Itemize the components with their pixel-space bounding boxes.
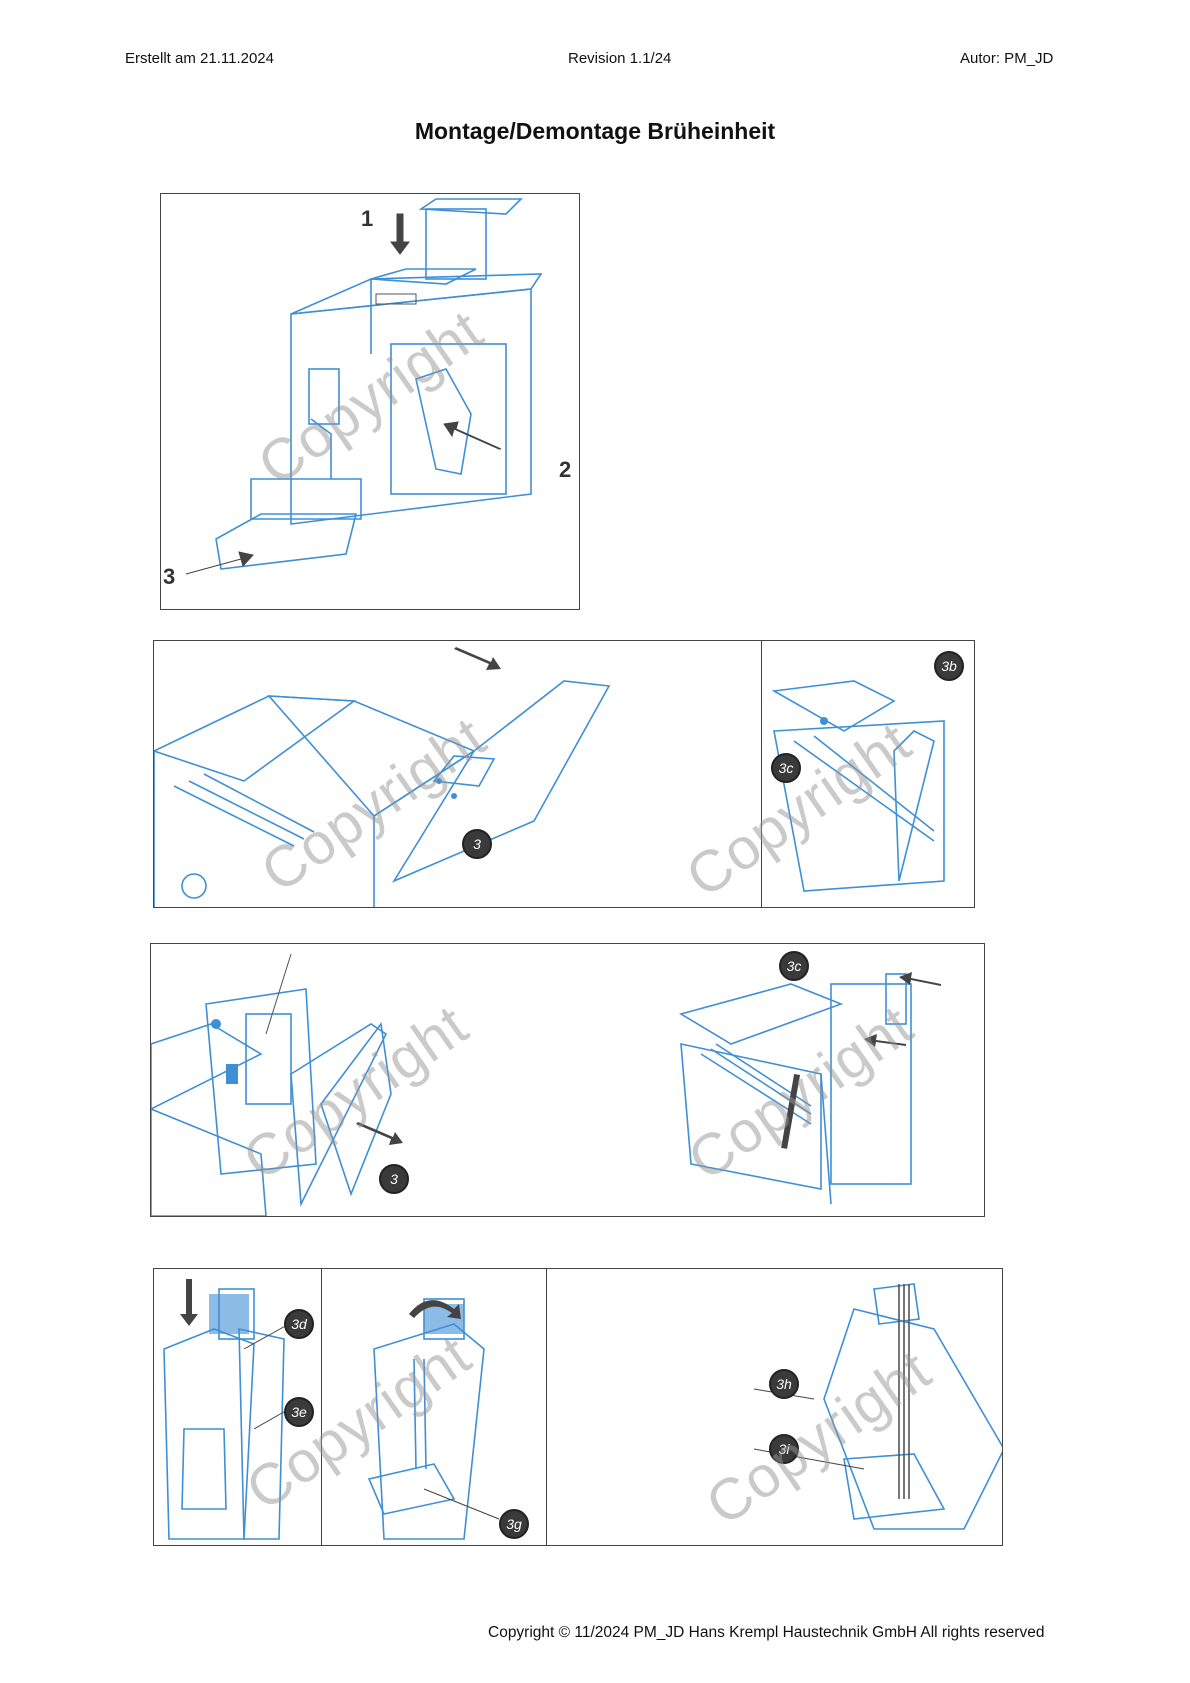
step-label-2: 2 bbox=[559, 457, 572, 482]
figure-1-machine-overview: 1 2 3 Copyright bbox=[160, 193, 580, 610]
header-author: Autor: PM_JD bbox=[960, 50, 1054, 67]
coffee-machine-illustration bbox=[185, 198, 543, 575]
figure-4-brew-unit-parts: 3d 3e 3g 3h 3i Copyright Copyright bbox=[153, 1268, 1003, 1546]
badge-3: 3 bbox=[462, 829, 492, 859]
header-revision: Revision 1.1/24 bbox=[568, 50, 672, 67]
badge-3i: 3i bbox=[769, 1434, 799, 1464]
footer-copyright: Copyright © 11/2024 PM_JD Hans Krempl Ha… bbox=[488, 1624, 1045, 1641]
badge-3g: 3g bbox=[499, 1509, 529, 1539]
service-door-illustration bbox=[154, 647, 945, 907]
step-label-3: 3 bbox=[163, 564, 176, 589]
brew-unit-access-illustration bbox=[151, 953, 941, 1216]
panel-divider bbox=[321, 1269, 322, 1545]
badge-3d: 3d bbox=[284, 1309, 314, 1339]
brew-unit-parts-illustration bbox=[163, 1279, 1002, 1540]
badge-3: 3 bbox=[379, 1164, 409, 1194]
step-label-1: 1 bbox=[361, 206, 374, 231]
figure-3-brew-unit-access: 3 3c Copyright Copyright bbox=[150, 943, 985, 1217]
badge-3b: 3b bbox=[934, 651, 964, 681]
panel-divider bbox=[546, 1269, 547, 1545]
badge-3e: 3e bbox=[284, 1397, 314, 1427]
badge-3h: 3h bbox=[769, 1369, 799, 1399]
panel-divider bbox=[761, 641, 762, 907]
figure-2-service-door: 3 3b 3c Copyright Copyright bbox=[153, 640, 975, 908]
page-title: Montage/Demontage Brüheinheit bbox=[414, 118, 776, 144]
badge-3c: 3c bbox=[779, 951, 809, 981]
badge-3c: 3c bbox=[771, 753, 801, 783]
header-created-date: Erstellt am 21.11.2024 bbox=[125, 50, 274, 67]
